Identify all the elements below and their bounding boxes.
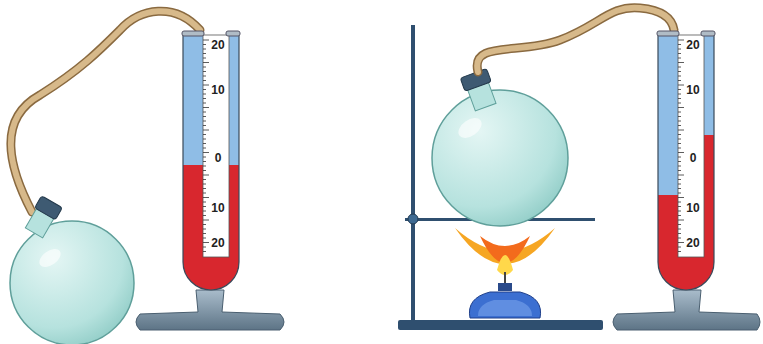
scale-number: 20: [210, 39, 225, 52]
rubber-tube: [11, 11, 200, 212]
rubber-tube: [11, 11, 200, 212]
scale-number: 20: [210, 237, 225, 250]
scale-number: 10: [210, 202, 225, 215]
scale-number: 10: [685, 202, 700, 215]
scale-ticks: [203, 40, 209, 252]
u-tube-manometer: [657, 31, 715, 290]
manometer-stand: [136, 290, 760, 330]
ring-stand: [398, 25, 603, 330]
rubber-tube: [477, 8, 674, 72]
scale-number: 0: [214, 152, 223, 165]
scale-number: 20: [685, 39, 700, 52]
scale-number: 10: [685, 84, 700, 97]
u-tube-manometer: [182, 31, 240, 290]
flask: [10, 196, 134, 344]
rubber-tube: [477, 8, 674, 72]
flask: [432, 69, 568, 226]
scale-number: 10: [210, 84, 225, 97]
scale-number: 20: [685, 237, 700, 250]
scale-ticks: [678, 40, 684, 252]
burner: [455, 228, 555, 318]
scale-number: 0: [689, 152, 698, 165]
